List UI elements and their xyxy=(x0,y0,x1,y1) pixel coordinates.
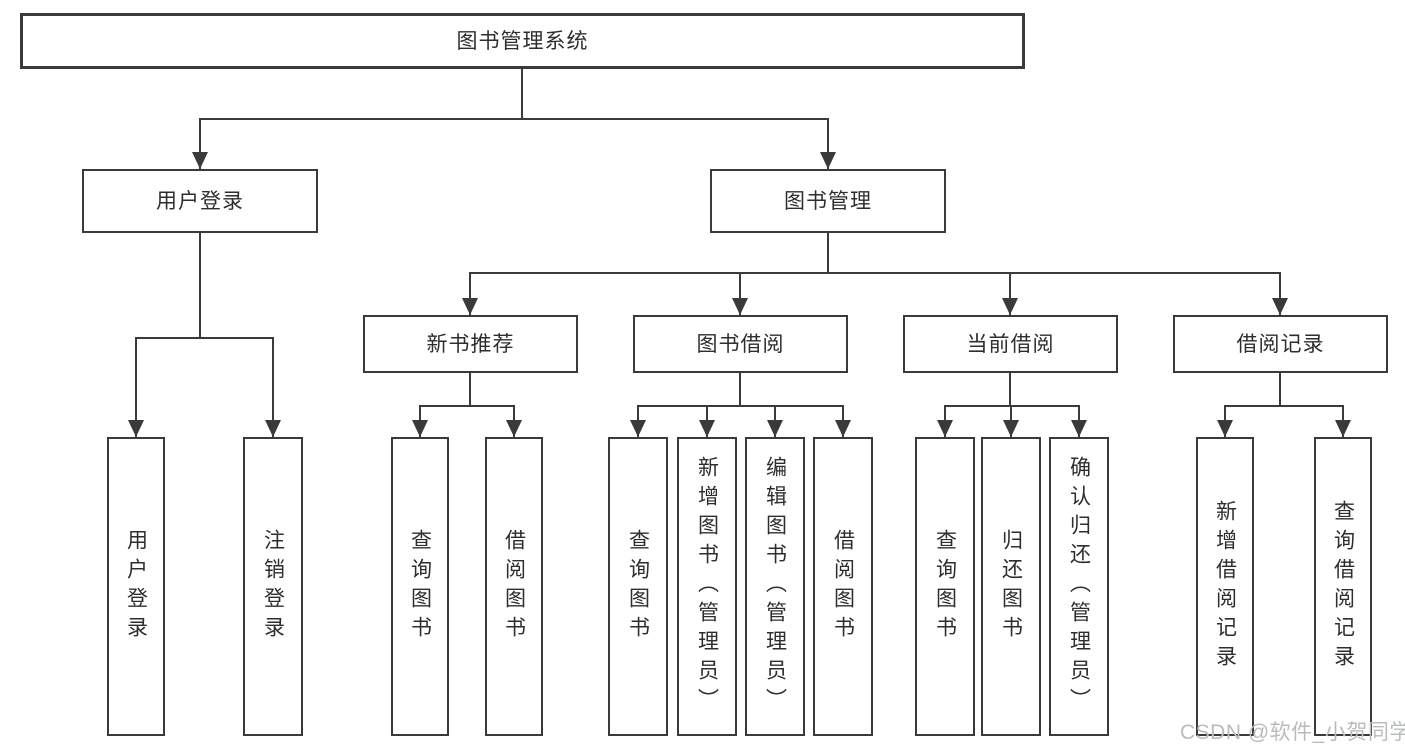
connector-line xyxy=(1009,373,1011,405)
arrow-down-icon xyxy=(767,405,783,437)
connector-line xyxy=(469,373,471,405)
node-leaf-cb-query-books: 查询图书 xyxy=(915,437,975,736)
node-leaf-br-add-record: 新增借阅记录 xyxy=(1196,437,1254,736)
connector-line xyxy=(1224,405,1344,407)
node-root: 图书管理系统 xyxy=(20,13,1025,69)
node-leaf-bb-edit-books-label: 编辑图书（管理员） xyxy=(763,456,787,717)
node-leaf-user-login: 用户登录 xyxy=(107,437,165,736)
arrow-down-icon xyxy=(1217,405,1233,437)
node-book-management: 图书管理 xyxy=(710,169,946,233)
arrow-down-icon xyxy=(412,405,428,437)
connector-line xyxy=(827,233,829,272)
node-leaf-nb-query-books: 查询图书 xyxy=(391,437,449,736)
arrow-down-icon xyxy=(699,405,715,437)
node-leaf-bb-add-books-label: 新增图书（管理员） xyxy=(695,456,719,717)
connector-line xyxy=(637,405,844,407)
arrow-down-icon xyxy=(835,405,851,437)
connector-line xyxy=(199,118,829,120)
node-leaf-nb-borrow-books-label: 借阅图书 xyxy=(502,528,526,645)
node-leaf-bb-borrow-books: 借阅图书 xyxy=(813,437,873,736)
arrow-down-icon xyxy=(1002,272,1018,315)
arrow-down-icon xyxy=(630,405,646,437)
connector-line xyxy=(521,69,523,118)
arrow-down-icon xyxy=(506,405,522,437)
node-book-management-label: 图书管理 xyxy=(784,189,872,213)
connector-line xyxy=(739,373,741,405)
node-leaf-cb-query-books-label: 查询图书 xyxy=(933,528,957,645)
connector-line xyxy=(469,272,1281,274)
node-leaf-nb-borrow-books: 借阅图书 xyxy=(485,437,543,736)
csdn-watermark: CSDN @软件_小贺同学 xyxy=(1180,721,1405,744)
node-leaf-bb-query-books-label: 查询图书 xyxy=(626,528,650,645)
node-leaf-bb-query-books: 查询图书 xyxy=(608,437,668,736)
node-leaf-cb-confirm-return-label: 确认归还（管理员） xyxy=(1067,456,1091,717)
node-borrowing-records-label: 借阅记录 xyxy=(1236,332,1325,356)
arrow-down-icon xyxy=(732,272,748,315)
node-user-login-label: 用户登录 xyxy=(156,189,244,213)
node-current-borrowing-label: 当前借阅 xyxy=(966,332,1055,356)
node-leaf-cb-confirm-return: 确认归还（管理员） xyxy=(1049,437,1109,736)
connector-line xyxy=(135,337,274,339)
connector-line xyxy=(199,233,201,337)
node-leaf-br-add-record-label: 新增借阅记录 xyxy=(1213,499,1237,674)
arrow-down-icon xyxy=(937,405,953,437)
node-user-login: 用户登录 xyxy=(82,169,318,233)
node-new-books: 新书推荐 xyxy=(363,315,578,373)
node-book-borrowing-label: 图书借阅 xyxy=(696,332,785,356)
node-leaf-logout-label: 注销登录 xyxy=(261,528,285,645)
node-leaf-br-query-record: 查询借阅记录 xyxy=(1314,437,1372,736)
node-leaf-bb-borrow-books-label: 借阅图书 xyxy=(831,528,855,645)
arrow-down-icon xyxy=(128,337,144,437)
node-leaf-logout: 注销登录 xyxy=(243,437,303,736)
arrow-down-icon xyxy=(1272,272,1288,315)
arrow-down-icon xyxy=(1335,405,1351,437)
node-root-label: 图书管理系统 xyxy=(456,29,589,53)
arrow-down-icon xyxy=(820,118,836,169)
arrow-down-icon xyxy=(1071,405,1087,437)
arrow-down-icon xyxy=(1003,405,1019,437)
node-current-borrowing: 当前借阅 xyxy=(903,315,1118,373)
node-leaf-cb-return-books-label: 归还图书 xyxy=(999,528,1023,645)
node-leaf-cb-return-books: 归还图书 xyxy=(981,437,1041,736)
node-new-books-label: 新书推荐 xyxy=(426,332,515,356)
node-book-borrowing: 图书借阅 xyxy=(633,315,848,373)
node-leaf-user-login-label: 用户登录 xyxy=(124,528,148,645)
node-borrowing-records: 借阅记录 xyxy=(1173,315,1388,373)
arrow-down-icon xyxy=(265,337,281,437)
connector-line xyxy=(944,405,1080,407)
node-leaf-bb-add-books: 新增图书（管理员） xyxy=(677,437,737,736)
node-leaf-bb-edit-books: 编辑图书（管理员） xyxy=(745,437,805,736)
connector-line xyxy=(1279,373,1281,405)
node-leaf-br-query-record-label: 查询借阅记录 xyxy=(1331,499,1355,674)
node-leaf-nb-query-books-label: 查询图书 xyxy=(408,528,432,645)
connector-line xyxy=(419,405,515,407)
arrow-down-icon xyxy=(462,272,478,315)
arrow-down-icon xyxy=(192,118,208,169)
